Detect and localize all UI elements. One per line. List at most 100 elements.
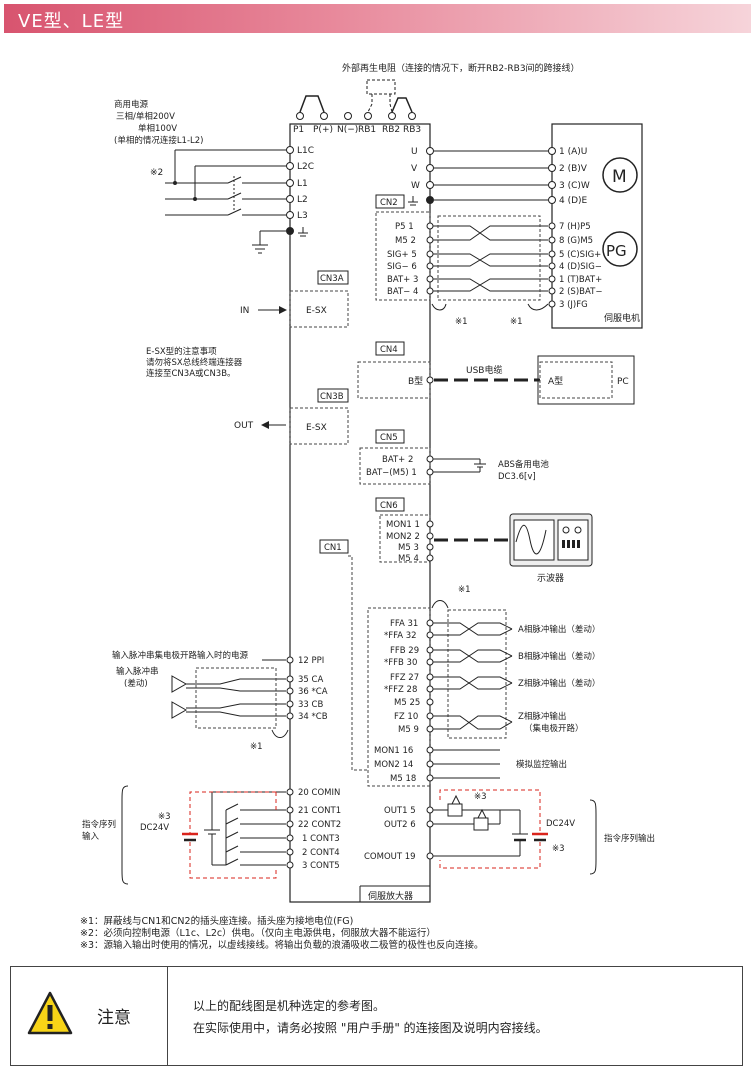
cn6-connector xyxy=(379,514,431,563)
shield-note-cn2-left: ※1 xyxy=(455,317,468,327)
encoder-pins: 7 (H)P5 8 (G)M5 5 (C)SIG+ 4 (D)SIG− 1 (T… xyxy=(548,222,602,310)
svg-text:COMOUT 19: COMOUT 19 xyxy=(364,852,416,862)
power-source-label: 商用电源 三相/单相200V 单相100V (单相的情况连接L1-L2) xyxy=(114,99,204,146)
abs-battery-label: ABS备用电池 DC3.6[v] xyxy=(498,459,549,482)
cn3a-label-box xyxy=(317,270,349,285)
note2-mark: ※2 xyxy=(150,168,163,178)
svg-text:MON1 16: MON1 16 xyxy=(374,746,413,756)
cn4-type: B型 xyxy=(408,376,423,387)
oscilloscope-label: 示波器 xyxy=(537,572,564,584)
svg-text:M5 9: M5 9 xyxy=(398,725,419,735)
cn2-pins: P5 1 M5 2 SIG+ 5 SIG− 6 BAT+ 3 BAT− 4 xyxy=(387,222,418,297)
usb-cable-label: USB电缆 xyxy=(466,364,502,376)
svg-text:36 *CA: 36 *CA xyxy=(298,687,328,697)
motor-symbol xyxy=(602,157,638,193)
svg-text:Z相脉冲输出（差动）: Z相脉冲输出（差动） xyxy=(518,678,600,689)
cn2-label-box xyxy=(375,194,405,209)
svg-text:U: U xyxy=(411,147,418,157)
svg-text:指令序列: 指令序列 xyxy=(82,819,116,830)
terminal-p-plus: P(+) xyxy=(313,125,333,135)
regen-resistor xyxy=(366,79,396,95)
svg-text:35 CA: 35 CA xyxy=(298,675,323,685)
footnote-2: ※2：必须向控制电源（L1c、L2c）供电。（仅向主电源供电，伺服放大器不能运行… xyxy=(80,928,436,939)
svg-text:商用电源: 商用电源 xyxy=(114,99,149,110)
svg-text:*FFB 30: *FFB 30 xyxy=(384,658,417,668)
seq-output-note3: ※3 xyxy=(552,844,565,854)
svg-text:A相脉冲输出（差动）: A相脉冲输出（差动） xyxy=(518,624,600,635)
svg-text:12 PPI: 12 PPI xyxy=(298,656,324,666)
pc-type: A型 xyxy=(548,376,563,387)
cn3a-label: CN3A xyxy=(320,274,344,284)
caution-line-2: 在实际使用中，请务必按照 "用户手册" 的连接图及说明内容接线。 xyxy=(193,1021,548,1035)
pc-box xyxy=(537,355,635,405)
svg-text:1 CONT3: 1 CONT3 xyxy=(302,834,340,844)
cn5-pins: BAT+ 2 BAT−(M5) 1 xyxy=(366,455,417,478)
shield-note-cn2-right: ※1 xyxy=(510,317,523,327)
svg-text:SIG− 6: SIG− 6 xyxy=(387,262,417,272)
seq-output-pins: OUT1 5 OUT2 6 COMOUT 19 xyxy=(364,806,416,862)
pulse-input-label: 输入脉冲串 (差动) xyxy=(116,666,159,689)
terminal-p1: P1 xyxy=(293,125,304,135)
cn4-label: CN4 xyxy=(380,345,398,355)
cn3b-label: CN3B xyxy=(320,392,344,402)
svg-text:BAT− 4: BAT− 4 xyxy=(387,287,418,297)
monitor-pins: MON1 16 MON2 14 M5 18 xyxy=(374,746,416,784)
monitor-output-label: 模拟监控输出 xyxy=(516,759,567,770)
top-terminals: P1 P(+) N(−) RB1 RB2 RB3 xyxy=(293,112,421,135)
svg-text:BAT+ 3: BAT+ 3 xyxy=(387,275,418,285)
svg-text:FFB 29: FFB 29 xyxy=(390,646,419,656)
cn6-pins: MON1 1 MON2 2 M5 3 M5 4 xyxy=(386,520,420,564)
pc-label: PC xyxy=(617,377,629,387)
svg-text:3 CONT5: 3 CONT5 xyxy=(302,861,340,871)
svg-text:OUT1 5: OUT1 5 xyxy=(384,806,416,816)
svg-text:4 (D)SIG−: 4 (D)SIG− xyxy=(559,262,602,272)
page-header-bar: VE型、LE型 xyxy=(4,4,751,33)
caution-box: 注意 以上的配线图是机种选定的参考图。 在实际使用中，请务必按照 "用户手册" … xyxy=(10,966,743,1066)
svg-text:21 CONT1: 21 CONT1 xyxy=(298,806,341,816)
seq-output-dc24v: DC24V xyxy=(546,819,575,829)
svg-text:5 (C)SIG+: 5 (C)SIG+ xyxy=(559,250,601,260)
seq-input-note3: ※3 xyxy=(158,812,171,822)
terminal-l1c: L1C xyxy=(297,146,314,156)
page-title: VE型、LE型 xyxy=(18,11,125,32)
seq-input-label: 指令序列 输入 xyxy=(82,819,116,842)
svg-text:P5 1: P5 1 xyxy=(395,222,414,232)
terminal-n-minus: N(−) xyxy=(337,125,358,135)
encoder-symbol xyxy=(602,231,638,267)
svg-text:3 (C)W: 3 (C)W xyxy=(559,181,590,191)
svg-text:MON1 1: MON1 1 xyxy=(386,520,420,530)
svg-text:BAT+ 2: BAT+ 2 xyxy=(382,455,413,465)
svg-text:FZ 10: FZ 10 xyxy=(394,712,418,722)
cn3a-connector xyxy=(289,290,349,328)
svg-text:1 (T)BAT+: 1 (T)BAT+ xyxy=(559,275,602,285)
cn3a-esx: E-SX xyxy=(306,306,327,316)
svg-text:BAT−(M5) 1: BAT−(M5) 1 xyxy=(366,468,417,478)
esx-notes: E-SX型的注意事项 请勿将SX总线终端连接器 连接至CN3A或CN3B。 xyxy=(146,346,243,379)
regen-resistor-note: 外部再生电阻（连接的情况下，断开RB2-RB3间的跨接线） xyxy=(342,62,580,74)
footnote-3: ※3：源输入输出时使用的情况，以虚线接线。将输出负载的浪涌吸收二极管的极性也反向… xyxy=(80,940,484,951)
encoder-symbol-label: PG xyxy=(606,242,627,260)
svg-text:M5 3: M5 3 xyxy=(398,543,419,553)
svg-text:B相脉冲输出（差动）: B相脉冲输出（差动） xyxy=(518,651,600,662)
motor-symbol-label: M xyxy=(612,167,627,187)
svg-text:DC3.6[v]: DC3.6[v] xyxy=(498,472,536,482)
svg-text:FFZ 27: FFZ 27 xyxy=(390,673,419,683)
cn3b-label-box xyxy=(317,388,349,403)
svg-text:SIG+ 5: SIG+ 5 xyxy=(387,250,417,260)
svg-text:ABS备用电池: ABS备用电池 xyxy=(498,459,549,470)
pulse-output-labels: A相脉冲输出（差动） B相脉冲输出（差动） Z相脉冲输出（差动） Z相脉冲输出 … xyxy=(518,624,600,734)
cn1-right-pins: FFA 31 *FFA 32 FFB 29 *FFB 30 FFZ 27 *FF… xyxy=(384,619,420,735)
svg-text:M5 25: M5 25 xyxy=(394,698,420,708)
cn5-label-box xyxy=(375,429,405,444)
svg-text:V: V xyxy=(411,164,418,174)
svg-text:3 (J)FG: 3 (J)FG xyxy=(559,300,588,310)
cn1-left-pins: 12 PPI 35 CA 36 *CA 33 CB 34 *CB xyxy=(298,656,328,722)
terminal-rb1: RB1 xyxy=(358,125,376,135)
shield-note-cn1-left: ※1 xyxy=(250,742,263,752)
footnote-1: ※1：屏蔽线与CN1和CN2的插头座连接。插头座为接地电位(FG) xyxy=(80,916,354,927)
svg-text:（集电极开路）: （集电极开路） xyxy=(524,723,584,734)
terminal-l2c: L2C xyxy=(297,162,314,172)
terminal-l1: L1 xyxy=(297,179,308,189)
cn2-label: CN2 xyxy=(380,198,398,208)
caution-title: 注意 xyxy=(97,1008,131,1028)
